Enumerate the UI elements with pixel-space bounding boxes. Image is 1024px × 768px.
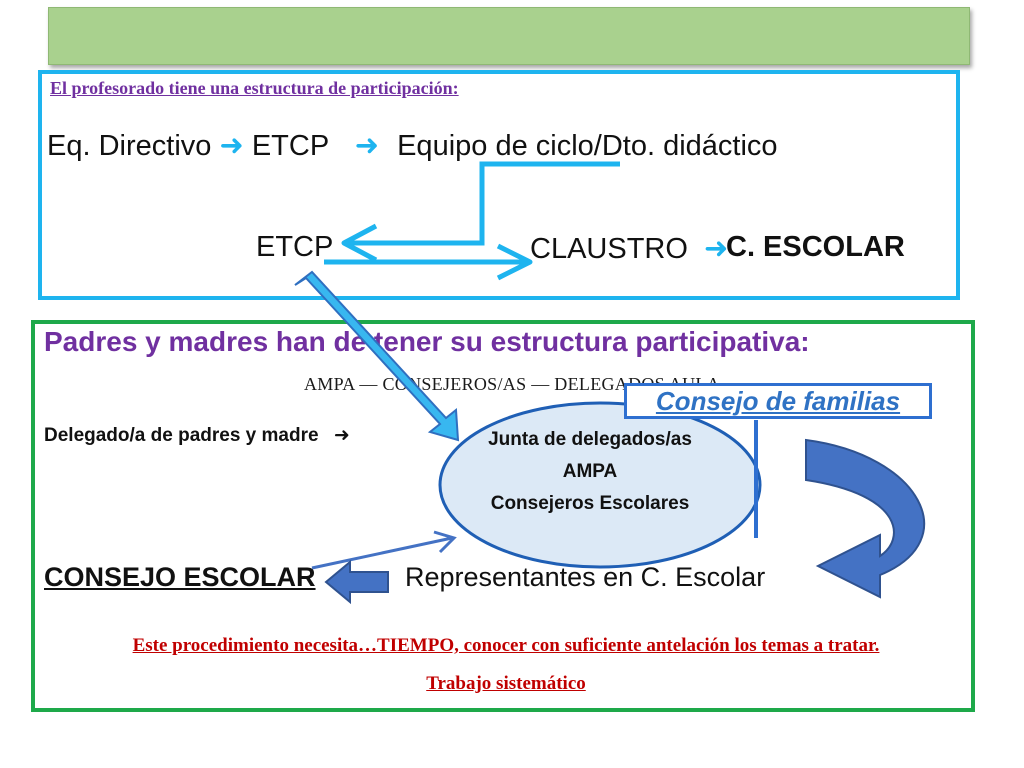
etcp-label: ETCP	[251, 130, 329, 162]
delegado-row: Delegado/a de padres y madre ➜	[44, 424, 350, 447]
consejo-familias-box	[624, 383, 932, 419]
right-arrow-icon	[433, 530, 457, 554]
right-arrow-icon: ➜	[219, 130, 244, 162]
ampa-label: AMPA	[562, 461, 618, 482]
junta-text-block: Junta de delegados/as AMPA Consejeros Es…	[440, 424, 740, 520]
junta-ellipse	[438, 401, 762, 569]
right-arrow-icon: ➜	[333, 425, 350, 446]
parents-structure-box	[31, 320, 975, 712]
teachers-intro: El profesorado tiene una estructura de p…	[50, 78, 459, 98]
teachers-row-1: Eq. Directivo ➜ ETCP ➜ Equipo de ciclo/D…	[47, 128, 778, 163]
consejo-familias-label: Consejo de familias	[655, 385, 901, 416]
footer-note: Este procedimiento necesita…TIEMPO, cono…	[36, 627, 976, 703]
footer-line-2: Trabajo sistemático	[426, 673, 586, 694]
teachers-structure-box	[38, 70, 960, 300]
right-arrow-icon	[496, 243, 533, 281]
etcp-second-label: ETCP	[256, 231, 334, 263]
consejeros-escolares-label: Consejeros Escolares	[490, 493, 690, 514]
junta-delegados-label: Junta de delegados/as	[488, 429, 692, 450]
c-escolar-label: C. ESCOLAR	[726, 231, 905, 263]
eq-directivo-label: Eq. Directivo	[47, 130, 212, 162]
consejo-escolar-label: CONSEJO ESCOLAR	[44, 562, 316, 592]
claustro-text: CLAUSTRO	[530, 233, 688, 265]
footer-line-1: Este procedimiento necesita…TIEMPO, cono…	[132, 635, 880, 656]
left-arrow-icon	[341, 223, 378, 263]
thin-arrow-connector	[311, 536, 453, 570]
right-arrow-icon: ➜	[703, 233, 729, 265]
delegado-label: Delegado/a de padres y madre	[44, 425, 319, 446]
right-arrow-icon: ➜	[354, 130, 380, 162]
header-banner	[48, 7, 970, 65]
bracket-connector	[344, 161, 620, 246]
representantes-label: Representantes en C. Escolar	[405, 562, 766, 592]
equipo-ciclo-label: Equipo de ciclo/Dto. didáctico	[397, 130, 778, 162]
curved-arrow-icon	[805, 438, 925, 599]
left-arrow-icon	[324, 559, 389, 605]
parents-title: Padres y madres han de tener su estructu…	[44, 326, 810, 357]
claustro-label: CLAUSTRO ➜	[530, 231, 728, 266]
